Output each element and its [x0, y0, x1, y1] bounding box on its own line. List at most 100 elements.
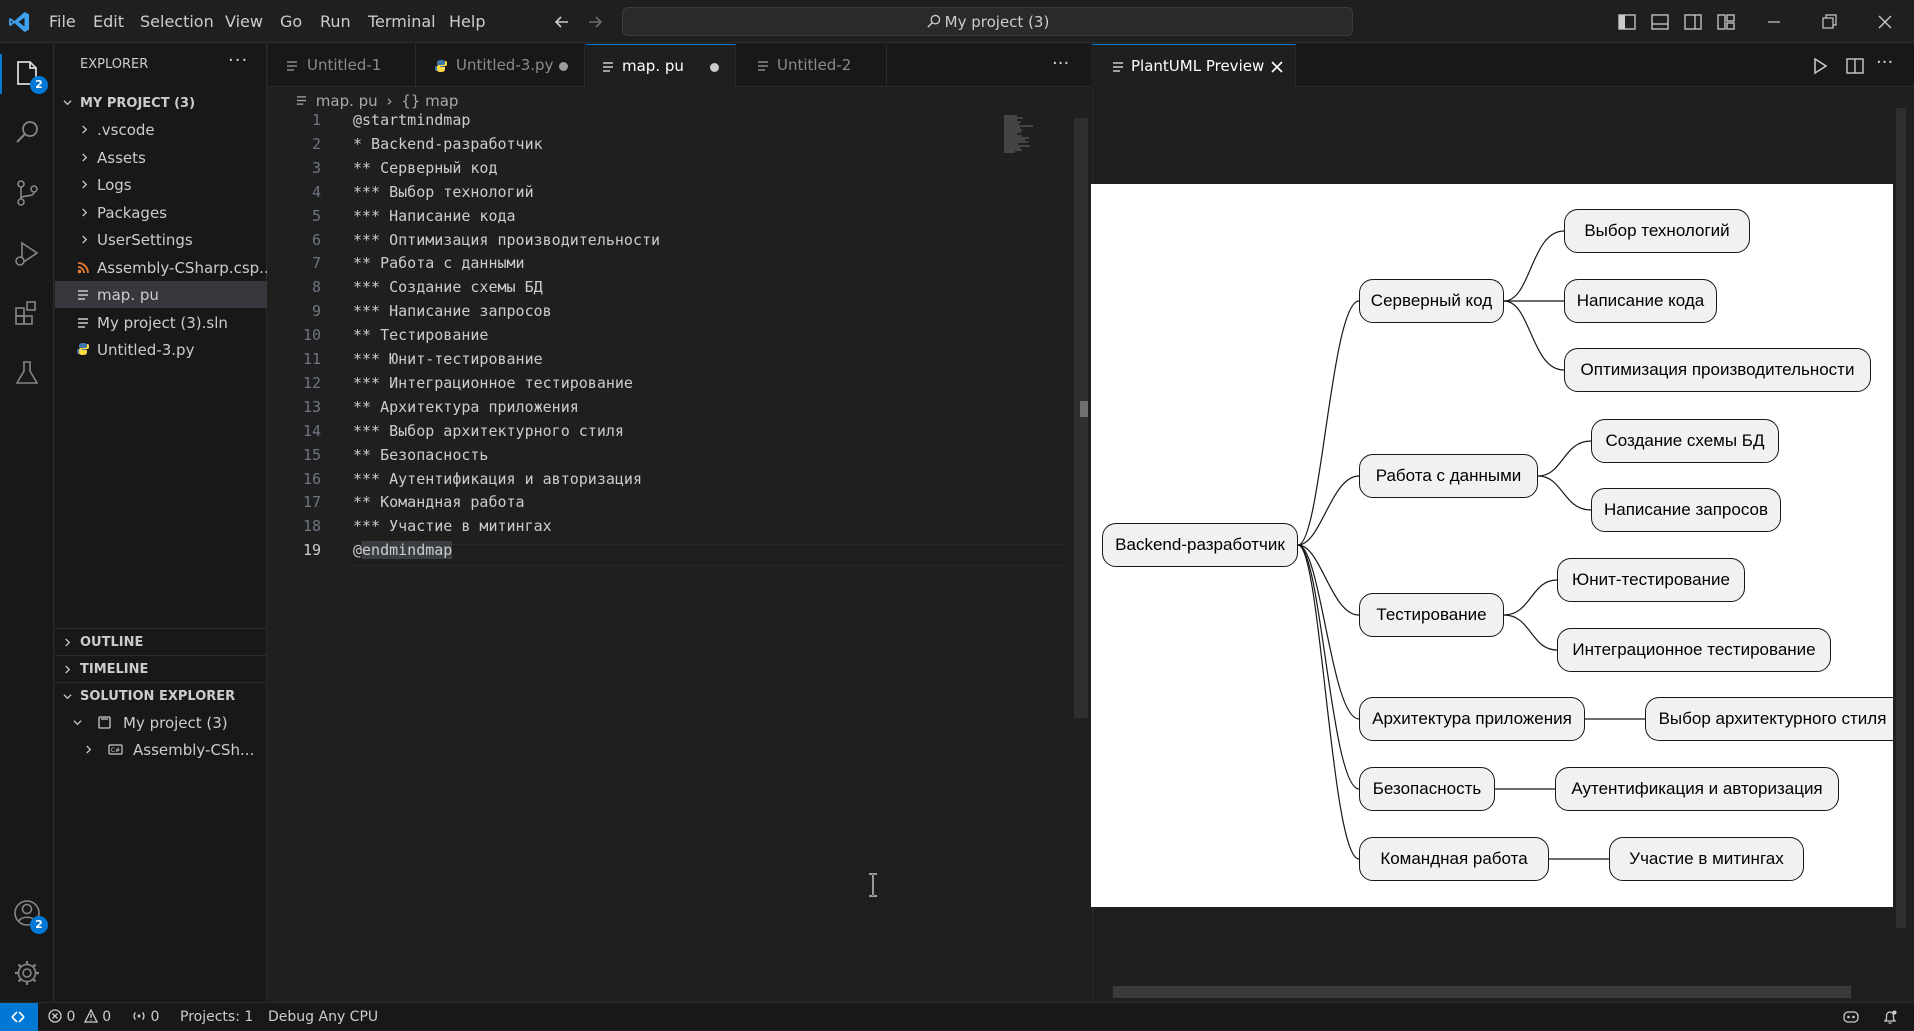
editor-more-actions-icon[interactable]: ···	[1052, 53, 1070, 74]
line-number: 18	[302, 517, 321, 536]
projects-status[interactable]: Projects: 1	[180, 1009, 254, 1025]
source-control-activity-button[interactable]	[8, 174, 46, 212]
toggle-primary-sidebar-icon[interactable]	[1617, 12, 1637, 32]
menu-go[interactable]: Go	[280, 12, 303, 31]
text-file-icon	[287, 61, 297, 71]
preview-more-actions-icon[interactable]: ···	[1876, 52, 1894, 73]
breadcrumb-file[interactable]: map. pu	[315, 92, 378, 110]
toggle-secondary-sidebar-icon[interactable]	[1683, 12, 1703, 32]
tab-untitled-1[interactable]: Untitled-1	[268, 44, 416, 87]
run-icon[interactable]	[1810, 56, 1830, 76]
manage-activity-button[interactable]	[8, 954, 46, 992]
split-editor-icon[interactable]	[1845, 56, 1865, 76]
editor-scrollbar[interactable]	[1074, 118, 1088, 718]
problems-indicator[interactable]: 0 0	[48, 1009, 111, 1025]
text-file-icon	[758, 61, 768, 71]
solution-explorer-section[interactable]: SOLUTION EXPLORER	[55, 682, 267, 708]
breadcrumb-symbol[interactable]: {} map	[401, 92, 459, 110]
more-actions-icon[interactable]: ···	[228, 50, 249, 71]
menu-help[interactable]: Help	[449, 12, 486, 31]
code-line: @endmindmap	[353, 541, 453, 560]
run-debug-icon	[15, 241, 39, 266]
tree-item-sln[interactable]: My project (3).sln	[55, 309, 267, 336]
tree-item-label: Packages	[97, 204, 167, 222]
line-number: 12	[302, 373, 321, 392]
code-line: ** Безопасность	[353, 445, 489, 464]
outline-section[interactable]: OUTLINE	[55, 628, 267, 654]
unsaved-dot-icon[interactable]	[710, 63, 719, 72]
line-number: 15	[302, 445, 321, 464]
tree-item-usersettings[interactable]: UserSettings	[55, 226, 267, 253]
solution-root[interactable]: My project (3)	[55, 709, 267, 736]
solution-project[interactable]: C# Assembly-CSh...	[55, 736, 267, 763]
tab-untitled-3-py[interactable]: Untitled-3.py	[417, 44, 585, 87]
tab-map-pu[interactable]: map. pu	[586, 44, 736, 87]
text-file-icon	[603, 62, 613, 72]
testing-activity-button[interactable]	[8, 354, 46, 392]
project-root[interactable]: MY PROJECT (3)	[55, 89, 267, 116]
menu-terminal[interactable]: Terminal	[368, 12, 436, 31]
back-arrow-icon[interactable]	[552, 12, 572, 32]
solution-icon	[98, 716, 111, 729]
copilot-icon[interactable]	[1842, 1009, 1860, 1025]
menu-view[interactable]: View	[225, 12, 263, 31]
toggle-panel-icon[interactable]	[1650, 12, 1670, 32]
preview-vscrollbar[interactable]	[1896, 108, 1906, 928]
chevron-right-icon	[82, 235, 88, 244]
accounts-activity-button[interactable]: 2	[8, 894, 48, 934]
build-config-status[interactable]: Debug Any CPU	[268, 1009, 379, 1025]
tab-untitled-2[interactable]: Untitled-2	[737, 44, 887, 87]
run-debug-activity-button[interactable]	[8, 234, 46, 272]
line-number: 16	[302, 469, 321, 488]
menu-run[interactable]: Run	[320, 12, 351, 31]
line-number: 19	[302, 541, 321, 560]
code-line: *** Написание запросов	[353, 302, 552, 321]
tree-item-logs[interactable]: Logs	[55, 171, 267, 198]
mindmap-branch-node: Тестирование	[1359, 593, 1504, 637]
tab-plantuml-preview[interactable]: PlantUML Preview	[1092, 44, 1296, 87]
tree-item-map-pu[interactable]: map. pu	[55, 281, 267, 308]
extensions-activity-button[interactable]	[8, 294, 46, 332]
menu-file[interactable]: File	[49, 12, 76, 31]
minimap[interactable]	[1003, 115, 1041, 153]
unsaved-dot-icon[interactable]	[559, 62, 568, 71]
timeline-section[interactable]: TIMELINE	[55, 655, 267, 681]
code-line: *** Аутентификация и авторизация	[353, 469, 642, 488]
tree-item-vscode[interactable]: .vscode	[55, 116, 267, 143]
explorer-sidebar: EXPLORER ··· MY PROJECT (3) .vscode Asse…	[55, 44, 267, 1002]
forward-arrow-icon[interactable]	[585, 12, 605, 32]
ports-indicator[interactable]: 0	[132, 1009, 159, 1025]
tree-item-untitled-3-py[interactable]: Untitled-3.py	[55, 336, 267, 363]
mindmap-leaf-node: Написание запросов	[1591, 488, 1781, 532]
menu-selection[interactable]: Selection	[140, 12, 214, 31]
minimize-icon[interactable]	[1764, 12, 1784, 32]
tree-item-packages[interactable]: Packages	[55, 199, 267, 226]
remote-indicator[interactable]	[0, 1003, 38, 1031]
preview-hscrollbar[interactable]	[1113, 986, 1851, 998]
tab-label: Untitled-1	[307, 56, 382, 74]
notifications-bell-icon[interactable]	[1881, 1008, 1899, 1026]
tree-item-assets[interactable]: Assets	[55, 144, 267, 171]
text-file-icon	[296, 96, 307, 105]
code-line: *** Оптимизация производительности	[353, 230, 661, 249]
close-icon[interactable]	[1271, 61, 1283, 73]
explorer-activity-button[interactable]: 2	[8, 54, 48, 94]
close-window-icon[interactable]	[1875, 12, 1895, 32]
preview-tab-title: PlantUML Preview	[1131, 57, 1265, 75]
code-line: *** Выбор технологий	[353, 182, 534, 201]
customize-layout-icon[interactable]	[1716, 12, 1736, 32]
mindmap-root-node: Backend-разработчик	[1102, 523, 1298, 567]
search-activity-button[interactable]	[8, 114, 46, 152]
menu-edit[interactable]: Edit	[93, 12, 124, 31]
code-line: *** Написание кода	[353, 206, 516, 225]
accounts-badge: 2	[30, 916, 48, 934]
error-icon	[48, 1009, 62, 1023]
timeline-label: TIMELINE	[80, 662, 149, 677]
outline-label: OUTLINE	[80, 635, 144, 650]
text-cursor-icon	[869, 873, 877, 897]
command-center-search[interactable]: My project (3)	[622, 7, 1353, 36]
tree-item-assembly-csproj[interactable]: Assembly-CSharp.csp...	[55, 254, 267, 281]
mindmap-leaf-node: Написание кода	[1564, 279, 1717, 323]
restore-icon[interactable]	[1819, 12, 1839, 32]
